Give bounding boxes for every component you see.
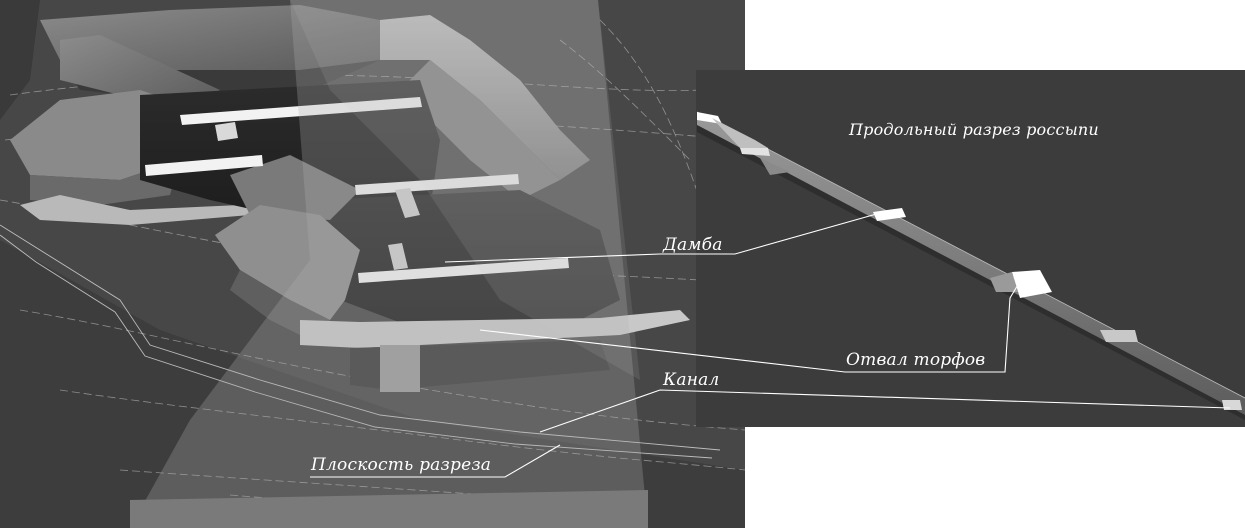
section-blocks (697, 112, 1242, 410)
central-dump (215, 155, 690, 392)
section-body-shadow (697, 125, 1245, 420)
terrain-lower (0, 240, 745, 528)
pit-area-lower (320, 190, 620, 330)
dam-bars (145, 97, 569, 283)
label-channel: Канал (662, 370, 719, 390)
leader-lines (310, 212, 1231, 478)
label-cut-plane: Плоскость разреза (310, 455, 491, 475)
label-dam: Дамба (662, 235, 723, 255)
leader-dam (444, 212, 881, 263)
cut-plane-base (130, 490, 648, 528)
section-title: Продольный разрез россыпи (848, 120, 1099, 139)
leader-peat-dump (479, 277, 1023, 373)
channel-edges (0, 224, 721, 459)
longitudinal-section-panel (696, 70, 1245, 427)
label-peat-dump: Отвал торфов (846, 350, 985, 370)
terrain-far-left (0, 0, 40, 120)
leader-channel (539, 389, 1231, 433)
cut-plane (130, 0, 648, 528)
terrain-model-view (0, 0, 746, 528)
leader-cut-plane (310, 444, 561, 478)
